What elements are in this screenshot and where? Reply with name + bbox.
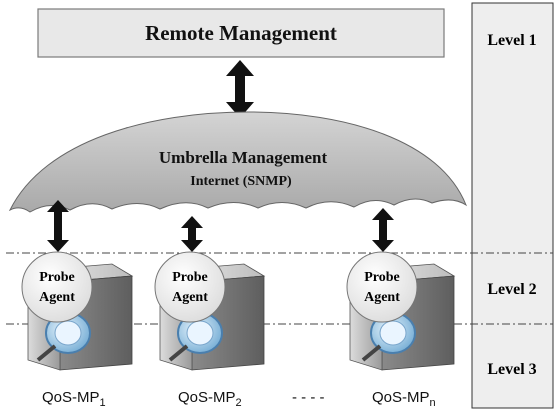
level-2-label: Level 2 <box>487 281 536 298</box>
remote-management-box <box>37 8 445 58</box>
probe-agent-1: Probe Agent <box>21 251 93 323</box>
umbrella-title: Umbrella Management <box>159 148 328 167</box>
probe-agent-2-line1: Probe <box>172 270 208 285</box>
qos-mp-1-sub: 1 <box>100 397 106 409</box>
qos-mp-2-sub: 2 <box>236 397 242 409</box>
probe-agent-1-line1: Probe <box>39 270 75 285</box>
umbrella-agent-arrow-1 <box>47 200 69 252</box>
level-1-label: Level 1 <box>487 32 536 49</box>
qos-mp-1-name: QoS-MP <box>42 389 100 406</box>
ellipsis-separator: - - - - <box>292 389 324 406</box>
umbrella-agent-arrow-2 <box>181 216 203 252</box>
qos-mp-2-name: QoS-MP <box>178 389 236 406</box>
qos-mp-n-sub: n <box>430 397 436 409</box>
qos-mp-n-name: QoS-MP <box>372 389 430 406</box>
qos-mp-2-label: QoS-MP2 <box>178 389 242 409</box>
umbrella-shape <box>8 111 468 213</box>
probe-agent-n-line1: Probe <box>364 270 400 285</box>
probe-agent-n-line2: Agent <box>364 290 400 305</box>
umbrella-subtitle: Internet (SNMP) <box>190 174 292 189</box>
qos-mp-n-label: QoS-MPn <box>372 389 436 409</box>
probe-agent-1-line2: Agent <box>39 290 75 305</box>
probe-agent-2: Probe Agent <box>154 251 226 323</box>
umbrella-agent-arrow-3 <box>372 208 394 252</box>
remote-management-title: Remote Management <box>145 21 337 45</box>
probe-agent-n: Probe Agent <box>346 251 418 323</box>
qos-mp-1-label: QoS-MP1 <box>42 389 106 409</box>
remote-umbrella-arrow <box>226 60 254 118</box>
level-column <box>471 2 554 409</box>
level-3-label: Level 3 <box>487 361 536 378</box>
probe-agent-2-line2: Agent <box>172 290 208 305</box>
